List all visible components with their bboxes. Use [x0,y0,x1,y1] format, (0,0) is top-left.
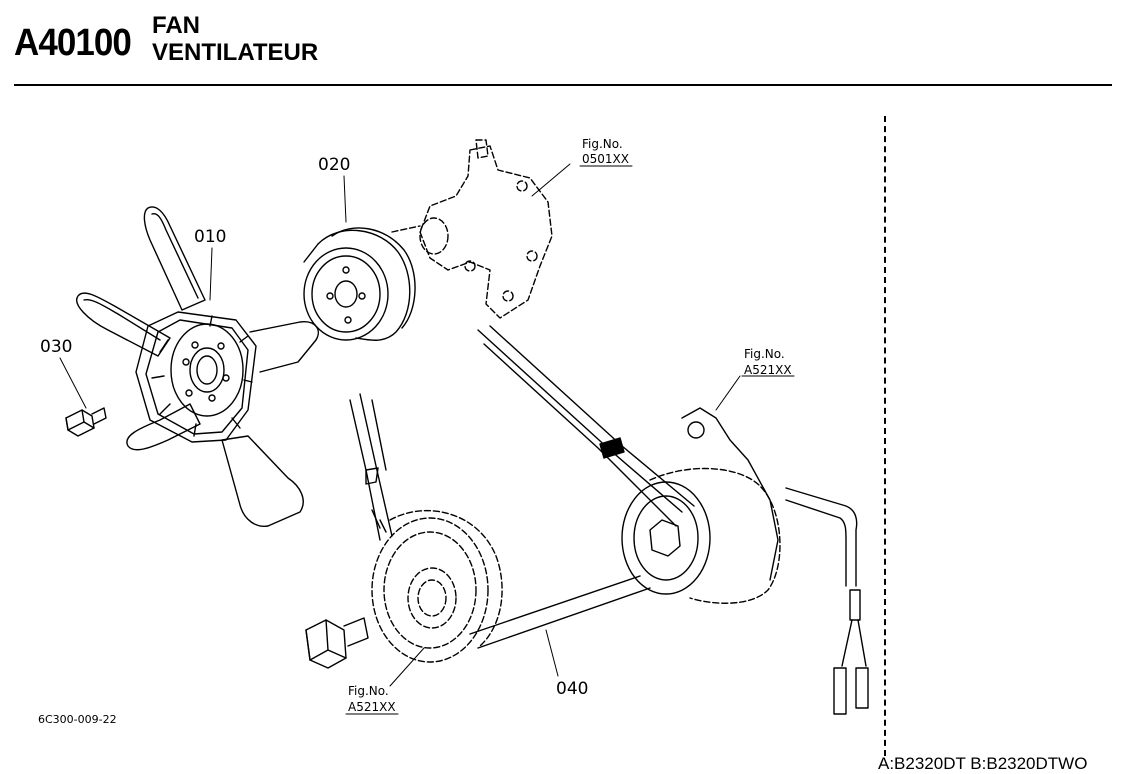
fan-bolt [65,407,107,437]
fan-blade-assembly [76,206,319,527]
model-applicability: A:B2320DT B:B2320DTWO [878,754,1088,773]
header-rule [14,84,1112,86]
label-010: 010 [194,227,226,247]
part-labels: 010 020 030 040 [40,155,588,699]
ref-pump-label: Fig.No. [582,137,623,151]
title-french: VENTILATEUR [152,39,319,66]
section-code: A40100 [14,22,132,64]
label-040: 040 [556,679,588,699]
crankshaft-pulley [371,509,503,663]
water-pump [391,139,553,319]
alternator [621,407,869,715]
leader-lines [59,163,795,715]
v-belt [349,325,695,649]
ref-alternator-number: A521XX [744,363,792,377]
label-020: 020 [318,155,350,175]
label-030: 030 [40,337,72,357]
ref-pump-number: 0501XX [582,152,629,166]
ref-pulley-number: A521XX [348,700,396,714]
fan-pulley [303,227,416,341]
ref-alternator-label: Fig.No. [744,347,785,361]
figure-references: Fig.No. 0501XX Fig.No. A521XX Fig.No. A5… [348,137,792,714]
drawing-code: 6C300-009-22 [38,713,117,726]
title-english: FAN [152,12,200,39]
column-divider [884,116,886,756]
ref-pulley-label: Fig.No. [348,684,389,698]
crankshaft-bolt [305,617,369,669]
